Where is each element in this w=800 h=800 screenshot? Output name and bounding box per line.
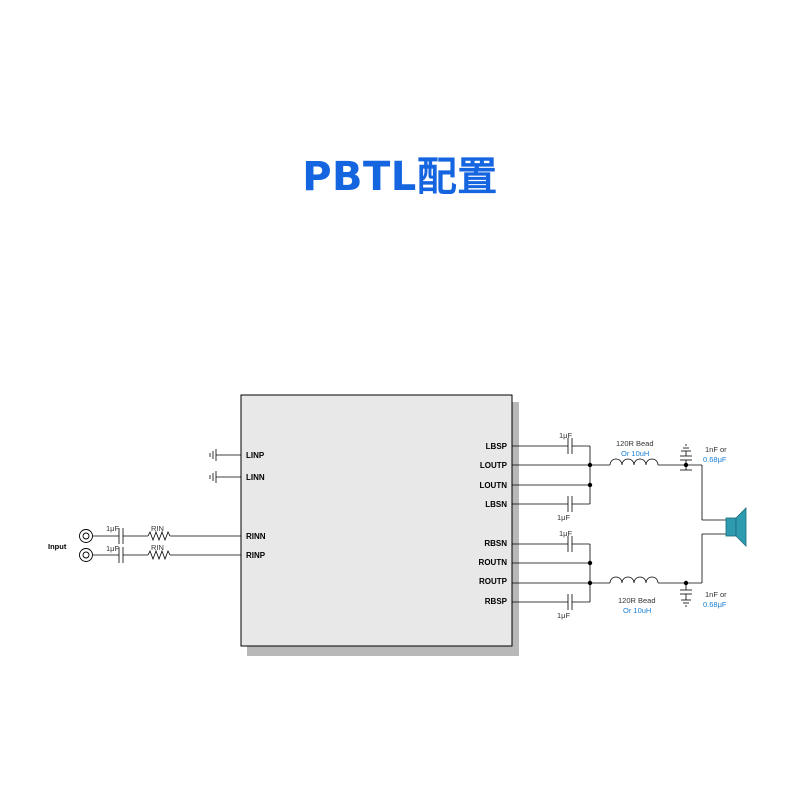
node-routn [587,560,593,566]
node-loutp [587,462,593,468]
rin-top-label: RIN [151,524,164,533]
pin-linn: LINN [246,473,265,482]
filter-top-label-2: 0.68μF [703,455,727,464]
rbsp-cap-label: 1μF [557,611,570,620]
input-jack-top [79,529,93,543]
filter-bot-label-2: 0.68μF [703,600,727,609]
rinn-input-path [93,528,241,544]
pin-rbsp: RBSP [485,597,508,606]
input-label: Input [48,542,67,551]
linp-ground [209,449,241,461]
pin-rinn: RINN [246,532,266,541]
inductor-bottom [609,576,702,584]
bead-bot-label-1: 120R Bead [618,596,656,605]
filter-cap-top [680,444,692,471]
pin-lbsp: LBSP [486,442,508,451]
bead-bot-label-2: Or 10uH [623,606,651,615]
pin-loutp: LOUTP [480,461,508,470]
node-loutn [587,482,593,488]
filter-top-label-1: 1nF or [705,445,727,454]
loutn-wire [512,465,591,504]
speaker-icon [725,507,747,547]
pin-loutn: LOUTN [479,481,507,490]
pin-linp: LINP [246,451,265,460]
pin-routn: ROUTN [479,558,508,567]
inductor-top [609,458,702,466]
amplifier-chip [240,394,513,647]
filter-bot-label-1: 1nF or [705,590,727,599]
pin-routp: ROUTP [479,577,508,586]
rinp-input-path [93,547,241,563]
page-title: PBTL配置 [302,154,498,200]
node-filter-top [683,462,689,468]
cap-in-top-label: 1μF [106,524,119,533]
filter-cap-bottom [680,583,692,607]
lbsn-cap-label: 1μF [557,513,570,522]
pin-rinp: RINP [246,551,266,560]
linn-ground [209,471,241,483]
rbsn-cap [512,536,591,583]
bead-top-label-2: Or 10uH [621,449,649,458]
input-jack-bottom [79,548,93,562]
rbsn-cap-label: 1μF [559,529,572,538]
pin-rbsn: RBSN [484,539,507,548]
node-filter-bottom [683,580,689,586]
lbsp-cap-label: 1μF [559,431,572,440]
lbsn-cap [512,496,590,512]
rin-bot-label: RIN [151,543,164,552]
bead-top-label-1: 120R Bead [616,439,654,448]
cap-in-bot-label: 1μF [106,544,119,553]
speaker-wiring [701,465,726,583]
pin-lbsn: LBSN [485,500,507,509]
lbsp-cap [512,438,591,465]
rbsp-cap [512,583,591,610]
